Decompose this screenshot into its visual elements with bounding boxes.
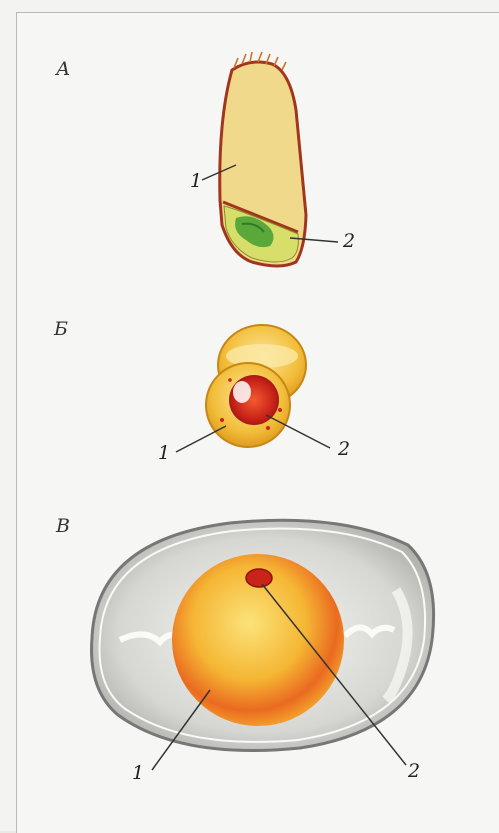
label-a-2: 2 — [343, 230, 355, 252]
panel-b-egg — [176, 325, 330, 452]
label-b-1: 1 — [158, 442, 170, 464]
label-a-1: 1 — [190, 170, 202, 192]
label-b-2: 2 — [338, 438, 350, 460]
germinal-disc — [246, 569, 272, 587]
panel-letter-a: А — [56, 58, 70, 80]
leader-b-1 — [176, 426, 226, 452]
label-c-2: 2 — [408, 760, 420, 782]
panel-letter-c: В — [56, 515, 70, 537]
label-c-1: 1 — [132, 762, 144, 784]
panel-c-egg — [92, 520, 434, 770]
panel-letter-b: Б — [54, 318, 68, 340]
panel-a-grain — [202, 52, 338, 266]
